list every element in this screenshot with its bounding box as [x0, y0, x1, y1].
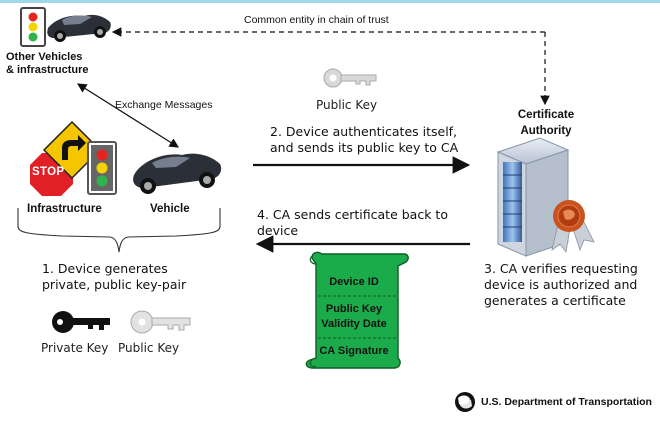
vehicle-car-icon	[133, 153, 222, 194]
step3-line1: 3. CA verifies requesting	[484, 261, 638, 276]
certificate-authority-label: Certificate Authority	[510, 107, 582, 139]
cert-field-device-id: Device ID	[329, 276, 379, 288]
other-vehicles-line2: & infrastructure	[6, 64, 89, 76]
step4-text: 4. CA sends certificate back to device	[257, 207, 448, 239]
public-key-top-label: Public Key	[316, 98, 378, 112]
step3-text: 3. CA verifies requesting device is auth…	[484, 261, 638, 309]
car-icon	[47, 14, 111, 42]
step2-line1: 2. Device authenticates itself,	[270, 124, 458, 139]
public-key-bottom-label: Public Key	[118, 341, 180, 355]
turn-sign-icon	[42, 120, 102, 180]
step2-text: 2. Device authenticates itself, and send…	[270, 124, 458, 156]
infrastructure-traffic-light-icon	[87, 141, 117, 195]
cert-field-validity-date: Validity Date	[321, 318, 387, 330]
cert-field-ca-signature: CA Signature	[319, 345, 389, 357]
private-key-label: Private Key	[41, 341, 109, 355]
ca-line1: Certificate	[517, 109, 575, 121]
step4-line2: device	[257, 223, 299, 238]
stop-sign-text: STOP	[32, 166, 65, 178]
public-key-top-icon	[323, 68, 377, 88]
cert-field-public-key: Public Key	[325, 303, 383, 315]
private-key-icon	[52, 311, 110, 333]
step1-text: 1. Device generates private, public key-…	[42, 261, 186, 293]
footer-dot-label: U.S. Department of Transportation	[481, 396, 652, 408]
top-accent-line	[0, 0, 660, 3]
device-bracket	[17, 208, 221, 253]
infrastructure-label: Infrastructure	[27, 203, 102, 215]
vehicle-label: Vehicle	[150, 203, 190, 215]
ca-line2: Authority	[520, 125, 572, 137]
dot-logo-icon	[455, 392, 475, 412]
exchange-messages-label: Exchange Messages	[115, 99, 213, 111]
step1-line1: 1. Device generates	[42, 261, 168, 276]
traffic-light-icon	[20, 7, 46, 47]
other-vehicles-line1: Other Vehicles	[6, 51, 83, 63]
other-vehicles-label: Other Vehicles & infrastructure	[6, 51, 89, 77]
step2-line2: and sends its public key to CA	[270, 140, 459, 155]
certificate-seal-icon	[551, 200, 595, 253]
step4-line1: 4. CA sends certificate back to	[257, 207, 448, 222]
certificate-scroll	[305, 251, 409, 369]
common-entity-label: Common entity in chain of trust	[244, 14, 389, 26]
public-key-bottom-icon	[130, 310, 191, 334]
exchange-messages-arrow	[76, 83, 180, 148]
step1-line2: private, public key-pair	[42, 277, 187, 292]
step3-line2: device is authorized and	[484, 277, 638, 292]
step3-line3: generates a certificate	[484, 293, 626, 308]
